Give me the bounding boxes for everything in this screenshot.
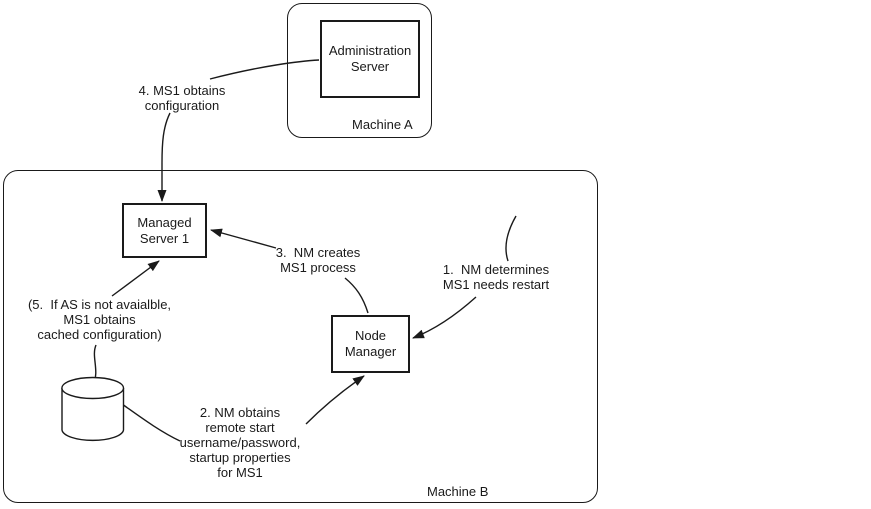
- annotation-step3: 3. NM creates MS1 process: [275, 245, 361, 275]
- annotation-step2: 2. NM obtains remote start username/pass…: [179, 405, 301, 480]
- annotation-step5: (5. If AS is not avaialble, MS1 obtains …: [27, 297, 172, 342]
- machine-b-label: Machine B: [427, 484, 489, 499]
- annotation-step1: 1. NM determines MS1 needs restart: [442, 262, 550, 292]
- managed-server-1-label: Managed Server 1: [137, 214, 192, 246]
- machine-b-box: [3, 170, 598, 503]
- node-manager-box: Node Manager: [331, 315, 410, 373]
- managed-server-1-box: Managed Server 1: [122, 203, 207, 258]
- node-manager-label: Node Manager: [344, 328, 397, 359]
- annotation-step4: 4. MS1 obtains configuration: [138, 83, 226, 113]
- administration-server-box: Administration Server: [320, 20, 420, 98]
- administration-server-label: Administration Server: [328, 43, 412, 74]
- machine-a-label: Machine A: [352, 117, 413, 132]
